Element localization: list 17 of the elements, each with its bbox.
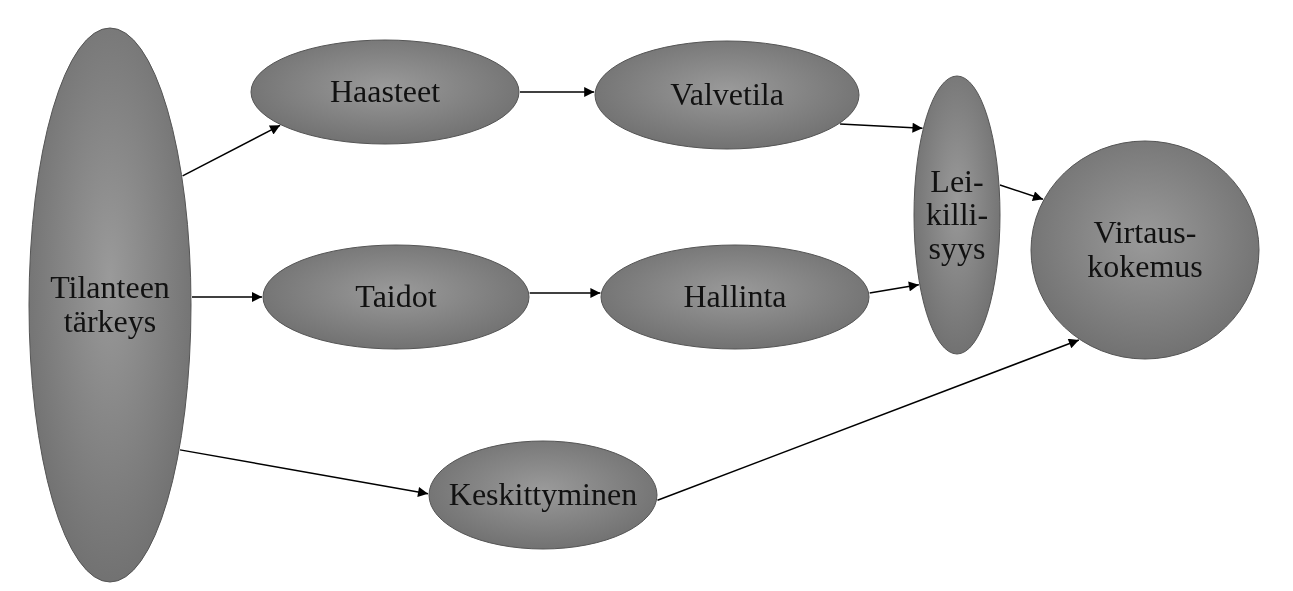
node-label: Taidot (355, 280, 437, 314)
arrow (179, 449, 429, 497)
arrow (868, 281, 920, 294)
arrow (528, 288, 602, 298)
node-label: Hallinta (683, 280, 787, 314)
arrow (839, 122, 924, 133)
node-label: Virtaus- kokemus (1086, 216, 1204, 284)
arrow (191, 292, 263, 302)
arrow (181, 124, 281, 177)
arrow (656, 338, 1080, 501)
node-label: Haasteet (329, 75, 441, 109)
arrow (519, 87, 595, 97)
arrow (999, 184, 1044, 201)
node-label: Keskittyminen (448, 478, 638, 512)
node-label: Lei- killi- syys (924, 164, 990, 266)
node-label: Tilanteen tärkeys (49, 271, 171, 339)
node-label: Valvetila (670, 78, 784, 112)
